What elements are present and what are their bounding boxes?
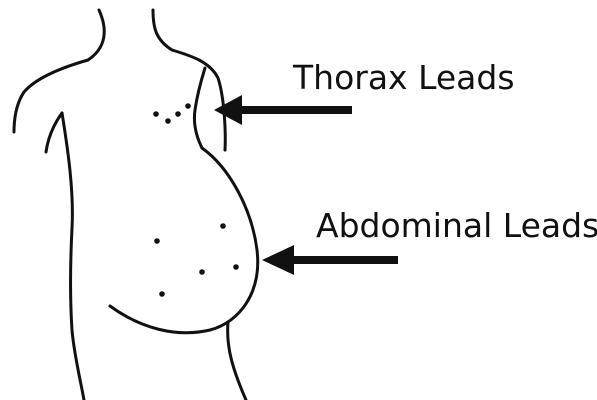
neck-right-outline (153, 10, 172, 50)
abdominal-lead-dot (199, 269, 205, 275)
abdominal-arrow (262, 245, 398, 275)
thorax-lead-dot (185, 103, 191, 109)
abdominal-lead-dot (233, 264, 239, 270)
right-shoulder-outline (172, 50, 225, 150)
left-shoulder-outline (14, 60, 88, 132)
neck-left-outline (88, 10, 104, 60)
left-body-outline (62, 113, 84, 400)
abdominal-lead-dot (220, 223, 226, 229)
thorax-lead-dot (175, 111, 181, 117)
thorax-lead-dot (165, 118, 171, 124)
abdominal-leads-label: Abdominal Leads (316, 206, 597, 245)
thorax-arrow-shaft (240, 106, 352, 114)
abdominal-lead-dot (159, 291, 165, 297)
belly-outline (110, 148, 258, 333)
right-hip-outline (228, 322, 246, 400)
right-breast-outline (194, 68, 205, 148)
thorax-arrow-head (214, 95, 242, 125)
thorax-leads-label: Thorax Leads (292, 58, 515, 97)
left-arm-inner-outline (46, 113, 62, 152)
abdominal-lead-dot (154, 238, 160, 244)
abdominal-arrow-shaft (292, 256, 398, 264)
abdominal-arrow-head (262, 245, 294, 275)
thorax-arrow (214, 95, 352, 125)
thorax-lead-dot (153, 111, 159, 117)
